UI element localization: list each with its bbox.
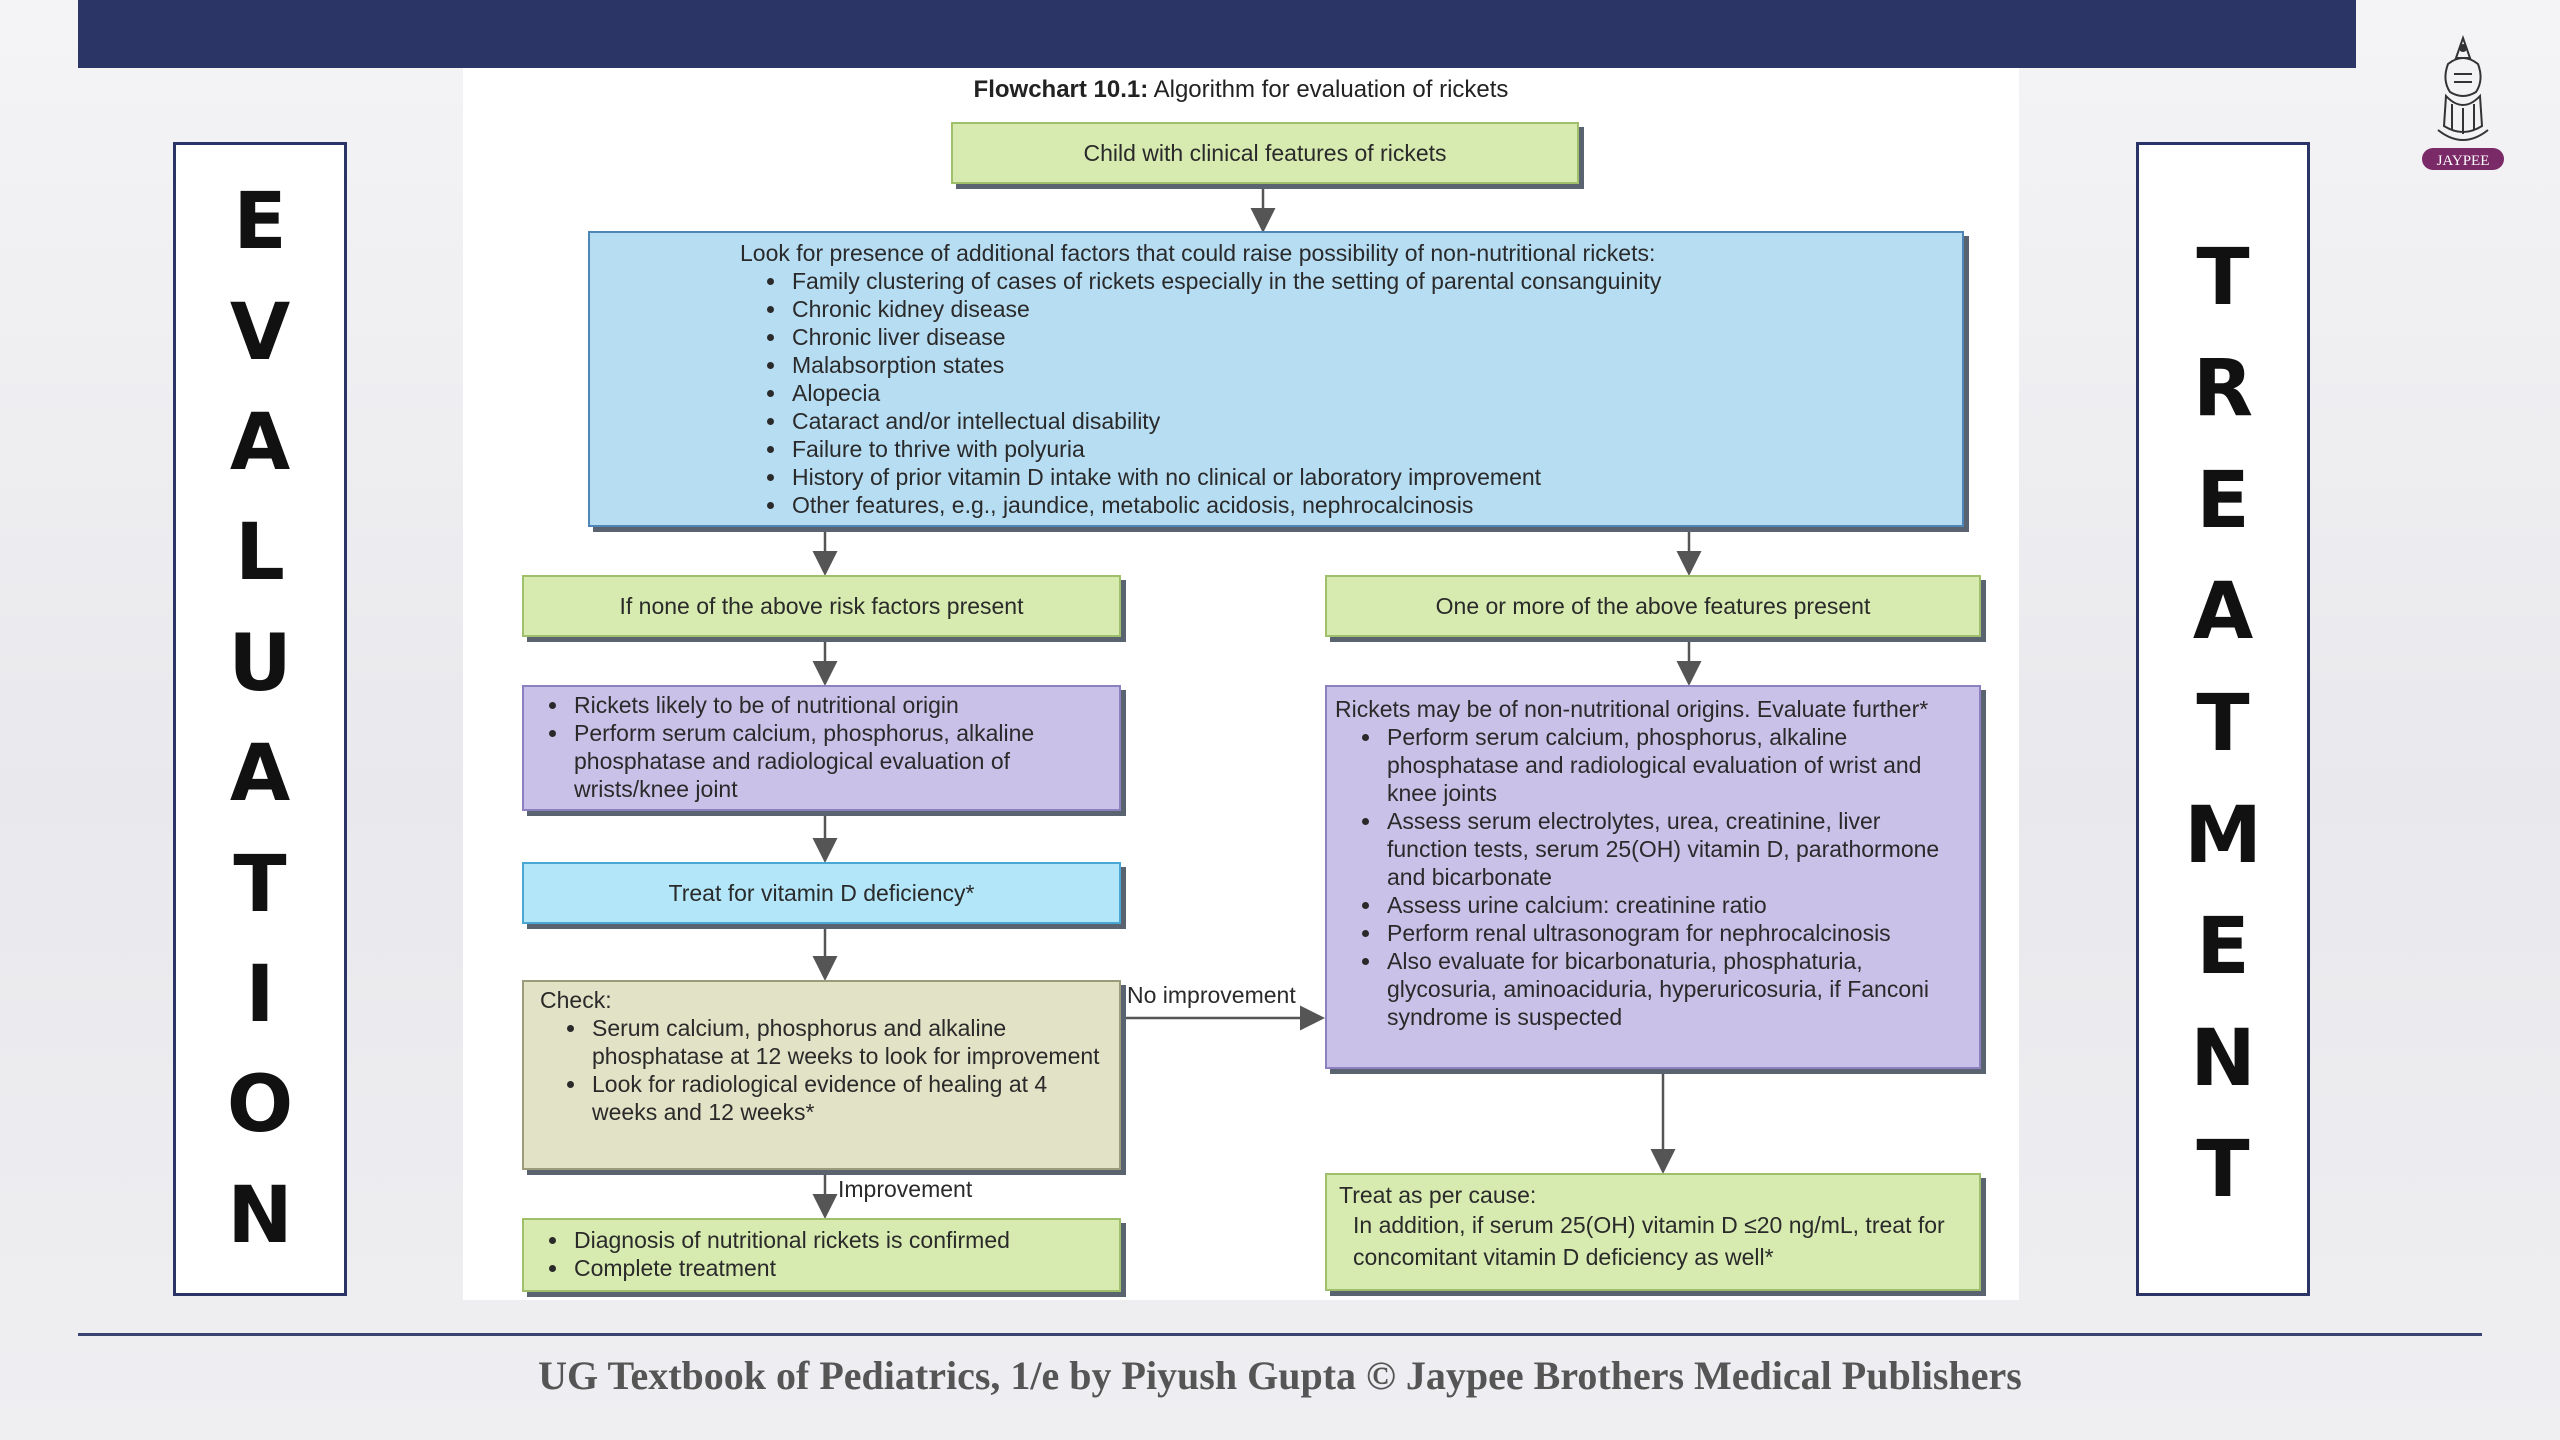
vitamin-d-treatment-text: Treat for vitamin D deficiency* [668, 880, 975, 906]
side-letter: E [2196, 902, 2250, 993]
top-banner [78, 0, 2356, 68]
start-box: Child with clinical features of rickets [951, 122, 1579, 184]
nutritional-origin-list: Rickets likely to be of nutritional orig… [524, 691, 1109, 803]
side-letter: L [235, 508, 285, 599]
list-item: Chronic kidney disease [788, 295, 1952, 323]
side-letter: E [233, 177, 287, 268]
risk-factors-list: Family clustering of cases of rickets es… [740, 267, 1952, 519]
list-item: Cataract and/or intellectual disability [788, 407, 1952, 435]
side-letter: A [2192, 567, 2254, 658]
list-item: Also evaluate for bicarbonaturia, phosph… [1383, 947, 1967, 1031]
nutritional-origin-box: Rickets likely to be of nutritional orig… [522, 685, 1121, 811]
side-letter: U [228, 618, 292, 709]
check-list: Serum calcium, phosphorus and alkaline p… [540, 1014, 1107, 1126]
side-letter: A [229, 398, 291, 489]
non-nutritional-evaluation-box: Rickets may be of non-nutritional origin… [1325, 685, 1981, 1069]
risk-factors-present-box: One or more of the above features presen… [1325, 575, 1981, 637]
side-letter: V [229, 287, 291, 378]
no-risk-factors-box: If none of the above risk factors presen… [522, 575, 1121, 637]
side-letter: R [2192, 344, 2254, 435]
side-letter: I [245, 949, 275, 1040]
list-item: Perform serum calcium, phosphorus, alkal… [1383, 723, 1967, 807]
side-letter: T [233, 839, 287, 930]
list-item: Serum calcium, phosphorus and alkaline p… [588, 1014, 1107, 1070]
non-nutritional-intro: Rickets may be of non-nutritional origin… [1335, 696, 1929, 722]
side-letter: A [229, 729, 291, 820]
list-item: Assess urine calcium: creatinine ratio [1383, 891, 1967, 919]
diagnosis-confirmed-box: Diagnosis of nutritional rickets is conf… [522, 1218, 1121, 1292]
footer-divider [78, 1333, 2482, 1336]
list-item: Family clustering of cases of rickets es… [788, 267, 1952, 295]
check-box: Check: Serum calcium, phosphorus and alk… [522, 980, 1121, 1170]
list-item: Complete treatment [570, 1254, 1109, 1282]
treat-cause-text: In addition, if serum 25(OH) vitamin D ≤… [1353, 1212, 1945, 1270]
side-letter: N [2190, 1013, 2256, 1104]
treat-as-per-cause-box: Treat as per cause: In addition, if seru… [1325, 1173, 1981, 1291]
list-item: Perform serum calcium, phosphorus, alkal… [570, 719, 1109, 803]
check-heading: Check: [540, 987, 612, 1013]
no-risk-factors-text: If none of the above risk factors presen… [619, 593, 1024, 619]
list-item: Chronic liver disease [788, 323, 1952, 351]
improvement-label: Improvement [838, 1176, 973, 1202]
list-item: Failure to thrive with polyuria [788, 435, 1952, 463]
diagnosis-confirmed-list: Diagnosis of nutritional rickets is conf… [524, 1226, 1109, 1282]
risk-factors-intro: Look for presence of additional factors … [740, 240, 1656, 266]
side-letter: O [226, 1060, 294, 1151]
non-nutritional-evaluation-list: Perform serum calcium, phosphorus, alkal… [1335, 723, 1967, 1031]
footer-credit: UG Textbook of Pediatrics, 1/e by Piyush… [538, 1353, 2022, 1398]
treat-cause-heading: Treat as per cause: [1339, 1182, 1537, 1208]
flowchart-title: Flowchart 10.1: Algorithm for evaluation… [463, 76, 2019, 104]
side-letter: T [2196, 678, 2250, 769]
side-letter: M [2184, 790, 2262, 881]
list-item: Rickets likely to be of nutritional orig… [570, 691, 1109, 719]
side-letter: T [2196, 1125, 2250, 1216]
risk-factors-box: Look for presence of additional factors … [588, 231, 1964, 527]
flowchart-title-number: Flowchart 10.1: [973, 76, 1149, 103]
list-item: Diagnosis of nutritional rickets is conf… [570, 1226, 1109, 1254]
start-text: Child with clinical features of rickets [1083, 140, 1447, 166]
list-item: Other features, e.g., jaundice, metaboli… [788, 491, 1952, 519]
risk-factors-present-text: One or more of the above features presen… [1435, 593, 1871, 619]
list-item: Malabsorption states [788, 351, 1952, 379]
jaypee-logo: JAYPEE [2418, 30, 2508, 180]
flowchart-arrows [812, 185, 1702, 1219]
no-improvement-label: No improvement [1127, 982, 1296, 1008]
side-letter: T [2196, 232, 2250, 323]
list-item: Perform renal ultrasonogram for nephroca… [1383, 919, 1967, 947]
vitamin-d-treatment-box: Treat for vitamin D deficiency* [522, 862, 1121, 924]
flowchart-title-text: Algorithm for evaluation of rickets [1148, 76, 1509, 103]
list-item: Assess serum electrolytes, urea, creatin… [1383, 807, 1967, 891]
list-item: History of prior vitamin D intake with n… [788, 463, 1952, 491]
list-item: Look for radiological evidence of healin… [588, 1070, 1107, 1126]
list-item: Alopecia [788, 379, 1952, 407]
logo-text: JAYPEE [2437, 153, 2490, 169]
flowchart-canvas: Flowchart 10.1: Algorithm for evaluation… [463, 68, 2019, 1300]
side-letter: E [2196, 455, 2250, 546]
side-letter: N [227, 1170, 293, 1261]
